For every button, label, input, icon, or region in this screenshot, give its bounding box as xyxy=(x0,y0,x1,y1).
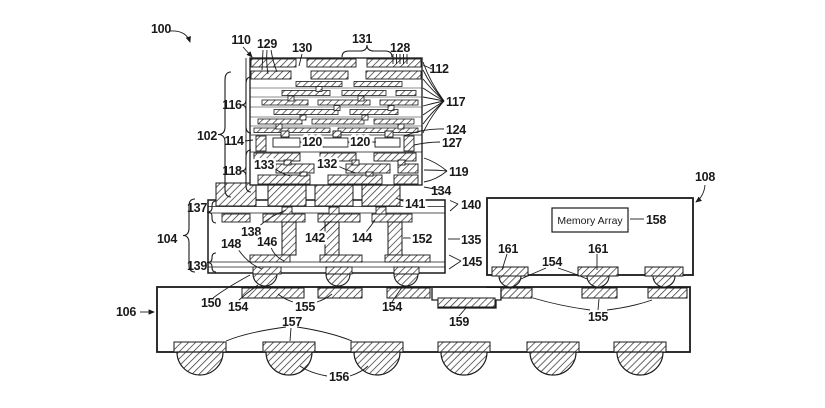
label-131: 131 xyxy=(352,32,372,46)
label-140: 140 xyxy=(461,198,481,212)
memory-bottom-pads xyxy=(491,266,684,277)
label-155b: 155 xyxy=(588,310,608,324)
label-150: 150 xyxy=(201,296,221,310)
interposer-block xyxy=(207,199,446,287)
label-128: 128 xyxy=(390,41,410,55)
memory-array-box xyxy=(551,207,629,233)
label-106: 106 xyxy=(116,305,136,319)
bga-solder-balls xyxy=(176,351,664,376)
label-155a: 155 xyxy=(295,300,315,314)
label-145: 145 xyxy=(462,255,482,269)
label-132: 132 xyxy=(317,157,337,171)
label-119: 119 xyxy=(449,165,469,179)
label-161b: 161 xyxy=(588,242,608,256)
rdl-layers xyxy=(250,81,422,133)
label-100: 100 xyxy=(151,22,171,36)
memory-solder-balls xyxy=(498,275,676,288)
label-129: 129 xyxy=(257,37,277,51)
die-stack xyxy=(245,57,423,186)
leader-lines xyxy=(140,30,706,377)
memory-array-label: Memory Array xyxy=(557,215,623,227)
interposer-solder-balls xyxy=(252,273,419,287)
label-124: 124 xyxy=(446,123,466,137)
label-127: 127 xyxy=(442,136,462,150)
lower-stack-layers xyxy=(253,152,419,185)
label-120b: 120 xyxy=(350,135,370,149)
package-substrate xyxy=(156,286,691,376)
label-130: 130 xyxy=(292,41,312,55)
label-148: 148 xyxy=(221,237,241,251)
through-vias xyxy=(281,221,403,256)
label-134: 134 xyxy=(431,184,451,198)
label-146: 146 xyxy=(257,235,277,249)
label-108: 108 xyxy=(695,170,715,184)
memory-die-block xyxy=(486,197,694,288)
substrate-cavity xyxy=(431,288,502,309)
label-114: 114 xyxy=(224,134,244,148)
label-104: 104 xyxy=(157,232,177,246)
label-120a: 120 xyxy=(302,135,322,149)
label-138: 138 xyxy=(241,225,261,239)
label-158: 158 xyxy=(646,213,666,227)
label-141: 141 xyxy=(405,197,425,211)
label-118: 118 xyxy=(222,164,242,178)
label-117: 117 xyxy=(446,95,466,109)
label-154b: 154 xyxy=(382,300,402,314)
label-154a: 154 xyxy=(228,300,248,314)
label-112: 112 xyxy=(429,62,449,76)
label-110: 110 xyxy=(231,33,251,47)
label-157: 157 xyxy=(282,315,302,329)
interposer-top-pads xyxy=(221,206,413,223)
label-133: 133 xyxy=(254,158,274,172)
label-139: 139 xyxy=(187,259,207,273)
label-135: 135 xyxy=(461,233,481,247)
label-154c: 154 xyxy=(542,255,562,269)
label-152: 152 xyxy=(412,232,432,246)
label-142: 142 xyxy=(305,231,325,245)
interconnect-pillars xyxy=(215,182,401,207)
label-159: 159 xyxy=(449,315,469,329)
bond-pad-layer xyxy=(250,130,422,153)
label-137: 137 xyxy=(187,201,207,215)
label-156: 156 xyxy=(329,370,349,384)
label-161a: 161 xyxy=(498,242,518,256)
reference-labels: 100 110 129 130 131 128 112 117 102 116 … xyxy=(116,22,716,384)
interposer-bottom-pads xyxy=(249,254,431,275)
braces xyxy=(182,44,393,273)
substrate-top-pads xyxy=(241,287,688,299)
label-116: 116 xyxy=(222,98,242,112)
label-102: 102 xyxy=(197,129,217,143)
label-144: 144 xyxy=(352,231,372,245)
